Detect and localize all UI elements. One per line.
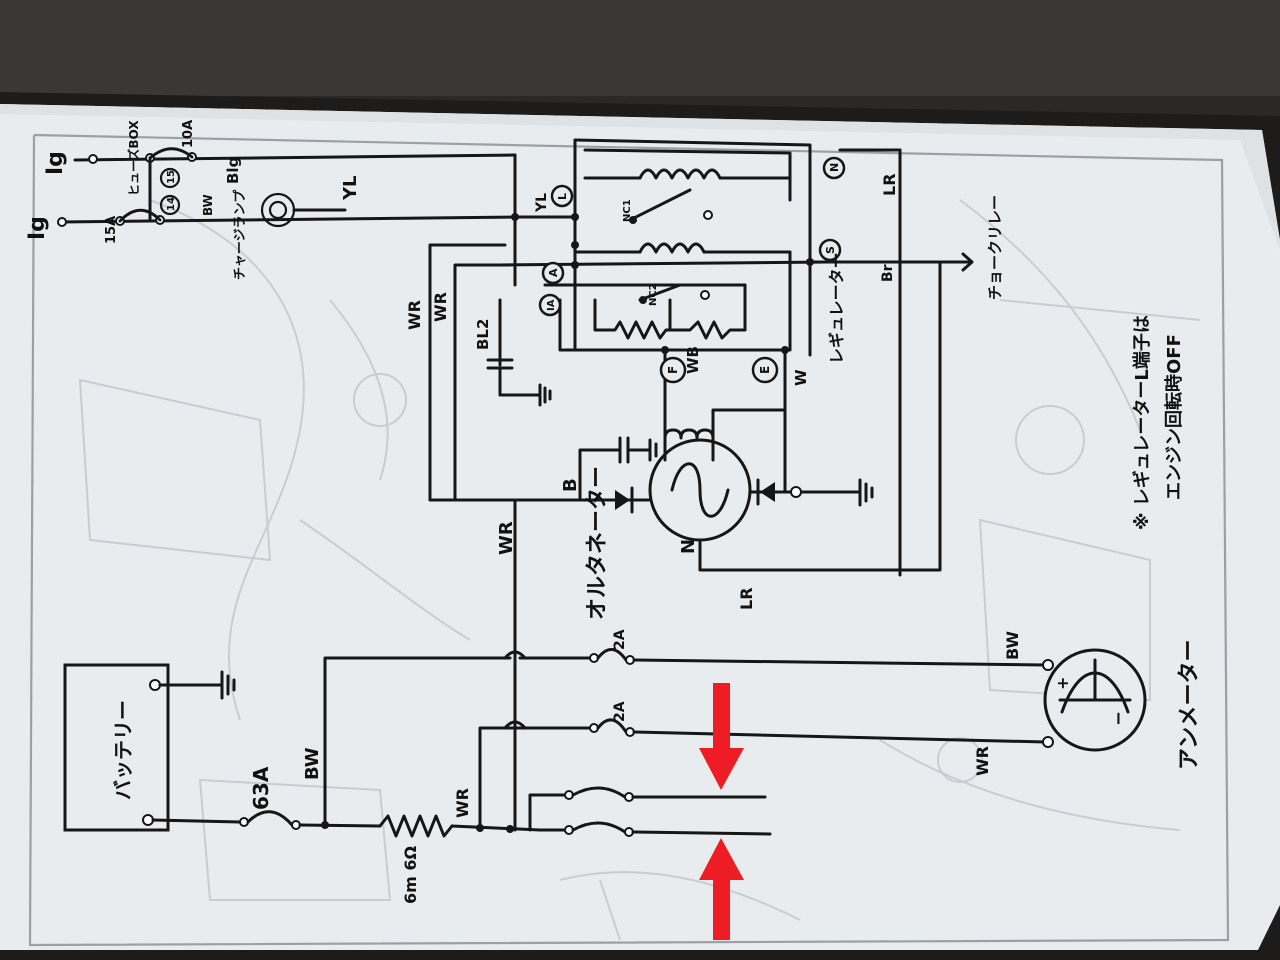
terminal-s-label: S (824, 246, 837, 254)
lr-top-label: LR (880, 173, 899, 196)
blg-label: Blg (224, 157, 242, 184)
ammeter-minus-label: − (1108, 711, 1129, 726)
terminal-l-label: L (556, 193, 569, 200)
fuse-box-label: ヒューズBOX (126, 120, 141, 196)
resistor-label: 6m 6Ω (401, 845, 420, 904)
note-line2: エンジン回転時OFF (1163, 334, 1185, 500)
bw-top-label: BW (201, 194, 215, 216)
fuse-2a-bottom-label: 2A (612, 701, 628, 722)
note-line1: ※ レギュレーターL端子は (1132, 315, 1153, 530)
alternator-section (513, 260, 942, 832)
w-label: W (792, 369, 810, 386)
wr-a-label: WR (405, 300, 424, 330)
regulator-terminals (511, 156, 846, 384)
ghost-background-drawing (78, 199, 1201, 941)
circuit-14-label: 14 (166, 197, 177, 211)
red-arrow-down-shaft (713, 683, 730, 753)
fuse-2a-top-label: 2A (612, 629, 628, 650)
yl-regulator-label: YL (534, 193, 550, 213)
red-arrow-down-icon (699, 748, 744, 790)
binder-edge (0, 0, 1280, 96)
battery-section (63, 648, 1147, 838)
wr-ammeter-label: WR (973, 746, 992, 776)
yl-charge-label: YL (340, 175, 361, 201)
page-frame (28, 133, 1230, 947)
choke-relay-label: チョークリレー (986, 195, 1004, 300)
bl2-label: BL2 (474, 319, 492, 350)
battery-label: バッテリー (111, 700, 135, 800)
battery-icon (63, 663, 170, 832)
charge-lamp-label: チャージランプ (233, 189, 248, 280)
terminal-f-label: F (666, 366, 680, 374)
fuse-63a-label: 63A (249, 766, 273, 810)
ig-bottom-label: Ig (25, 216, 50, 240)
wr-main-label: WR (496, 521, 517, 555)
wb-label: WB (684, 346, 702, 374)
red-annotation-arrows (699, 683, 744, 940)
red-arrow-up-icon (699, 838, 744, 880)
lr-alt-label: LR (737, 587, 756, 610)
fuse-10a-label: 10A (181, 120, 196, 148)
ammeter-label: アンメーター (1177, 640, 1202, 770)
ignition-section (57, 147, 522, 228)
paper-page (0, 104, 1280, 950)
alt-n-label: N (678, 539, 699, 554)
terminal-e-label: E (758, 366, 772, 374)
alt-b-label: B (560, 478, 581, 492)
nc2-label: NC2 (648, 283, 659, 306)
alternator-label: オルタネーター (585, 466, 610, 620)
regulator-label: レギュレーター (827, 252, 846, 364)
bw-ammeter-label: BW (1003, 631, 1022, 660)
terminal-ia-label: IA (546, 299, 557, 311)
br-label: Br (880, 264, 896, 282)
terminal-a-label: A (547, 268, 560, 277)
fuse-15a-label: 15A (104, 216, 119, 244)
terminal-n-label: N (828, 163, 841, 172)
ammeter-plus-label: + (1053, 677, 1072, 690)
bw-battery-label: BW (302, 747, 323, 780)
nc1-label: NC1 (622, 199, 633, 222)
wr-battery-label: WR (453, 788, 472, 818)
red-arrow-up-shaft (713, 875, 730, 940)
wr-b-label: WR (431, 292, 450, 322)
circuit-15-label: 15 (166, 170, 177, 184)
ig-top-label: Ig (43, 151, 68, 175)
